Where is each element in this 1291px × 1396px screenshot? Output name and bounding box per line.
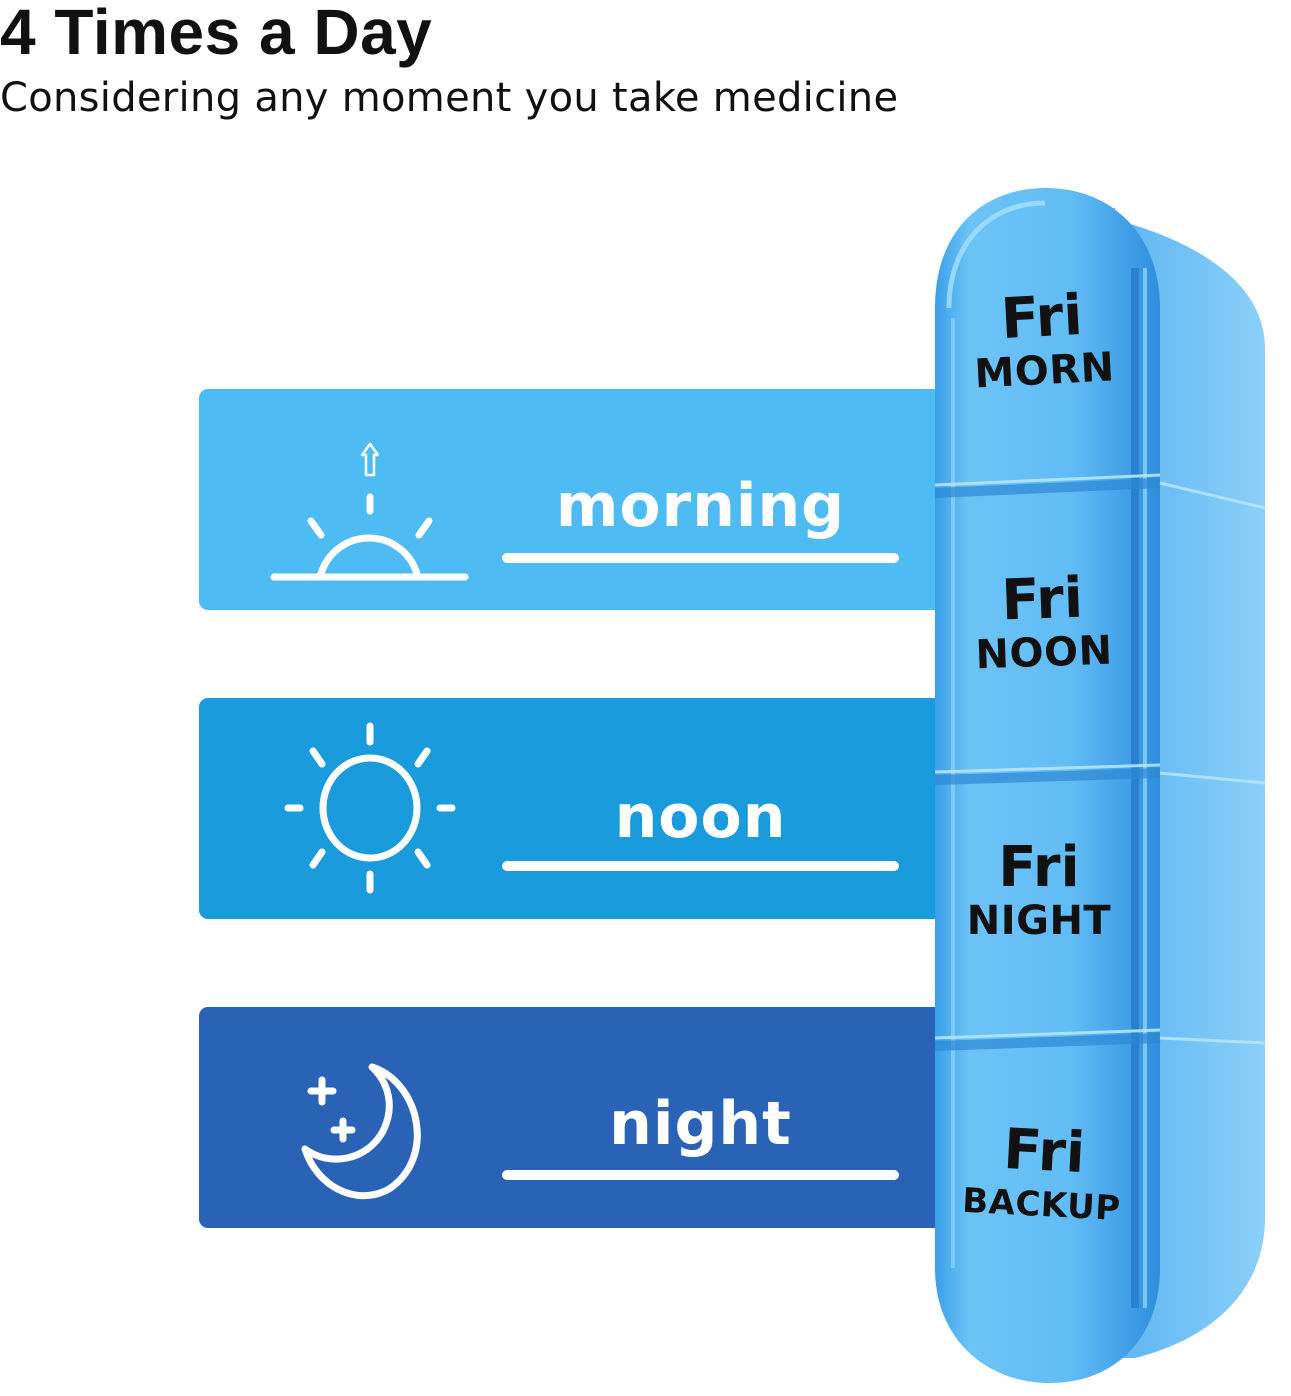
- band-underline: [502, 1170, 899, 1180]
- band-underline: [502, 861, 899, 871]
- band-label-noon: noon: [614, 782, 787, 852]
- compartment-day: Fri: [999, 282, 1085, 353]
- pill-case-body: [935, 188, 1266, 1383]
- band-night: night: [199, 1007, 959, 1228]
- band-noon: noon: [199, 698, 959, 919]
- page-subtitle: Considering any moment you take medicine: [0, 75, 899, 121]
- moon-stars-icon: [301, 1063, 421, 1200]
- compartment-morn: Fri MORN: [940, 283, 1145, 399]
- band-morning: morning: [199, 389, 959, 610]
- band-label-night: night: [609, 1089, 792, 1159]
- sun-icon: [284, 722, 456, 894]
- compartment-backup: Fri BACKUP: [940, 1117, 1145, 1233]
- compartment-night: Fri NIGHT: [939, 835, 1139, 945]
- band-underline: [502, 553, 899, 563]
- sunrise-icon: [270, 442, 469, 581]
- compartment-day: Fri: [998, 835, 1080, 900]
- page-title: 4 Times a Day: [0, 0, 433, 68]
- compartment-time: NIGHT: [966, 898, 1112, 944]
- pill-case: Fri MORN Fri NOON Fri NIGHT Fri BACKUP: [935, 188, 1270, 1388]
- band-label-morning: morning: [555, 471, 846, 541]
- compartment-day: Fri: [1001, 1116, 1087, 1187]
- compartment-noon: Fri NOON: [941, 565, 1145, 680]
- compartment-time: NOON: [974, 627, 1114, 679]
- compartment-day: Fri: [1000, 565, 1085, 634]
